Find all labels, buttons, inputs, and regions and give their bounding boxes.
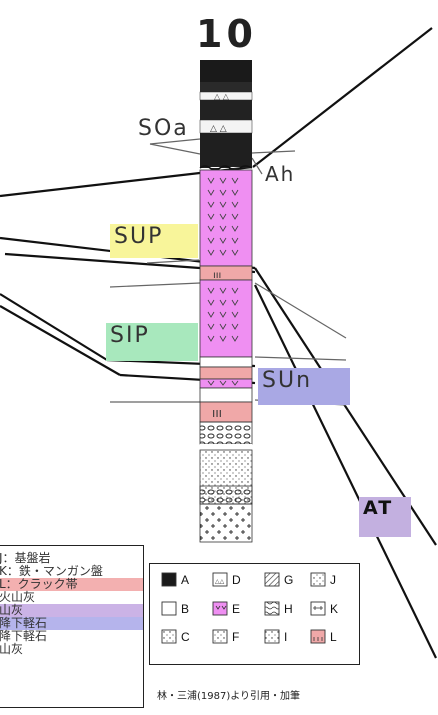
source-citation: 林・三浦(1987)より引用・加筆 bbox=[157, 691, 301, 702]
legend-letter-e: E bbox=[232, 602, 241, 616]
legend-letter-l: L bbox=[330, 630, 337, 644]
legend-letter-j: J bbox=[330, 573, 336, 587]
legend-text-7: 降下軽石 bbox=[0, 629, 48, 643]
pumice-layer-3 bbox=[199, 378, 253, 389]
gravel-layer bbox=[199, 421, 253, 445]
legend-swatch-g bbox=[264, 572, 280, 587]
legend-text-6: 降下軽石 bbox=[0, 617, 143, 630]
pumice-layer-1 bbox=[199, 169, 253, 267]
legend-letter-a: A bbox=[181, 573, 190, 587]
svg-text:ııı: ııı bbox=[213, 270, 221, 281]
legend-swatch-e bbox=[212, 601, 228, 616]
legend-text-j: J：基盤岩 bbox=[0, 551, 51, 565]
legend-letter-g: G bbox=[284, 573, 294, 587]
legend-text-4: 火山灰 bbox=[0, 590, 36, 604]
white-gap bbox=[200, 444, 252, 450]
strat-column: △ △ △ △ ııı ııı bbox=[199, 60, 253, 543]
pumice-layer-2 bbox=[199, 279, 253, 358]
legend-swatch-c bbox=[161, 629, 177, 644]
svg-text:ııı: ııı bbox=[212, 406, 222, 420]
crack-zone-2 bbox=[199, 366, 253, 380]
unit-label-ah: Ah bbox=[265, 162, 296, 186]
legend-swatch-a bbox=[161, 572, 177, 587]
legend-symbols bbox=[161, 572, 326, 644]
legend-swatch-h bbox=[264, 601, 280, 616]
legend-letter-f: F bbox=[232, 630, 240, 644]
legend-text-k: K：鉄・マンガン盤 bbox=[0, 564, 103, 578]
legend-symbol-details: △△ bbox=[215, 578, 323, 641]
legend-text-box: J：基盤岩 K：鉄・マンガン盤 L：クラック帯 火山灰 山灰 降下軽石 降下軽石… bbox=[0, 545, 144, 708]
white-layer-1 bbox=[199, 356, 253, 368]
svg-text:△△: △△ bbox=[215, 578, 225, 585]
legend-symbol-box bbox=[149, 563, 360, 665]
legend-letter-c: C bbox=[181, 630, 190, 644]
layer-black-4 bbox=[200, 133, 252, 167]
unit-label-soa: SOa bbox=[138, 116, 189, 141]
layer-black-3 bbox=[200, 100, 252, 120]
layer-black-2 bbox=[200, 82, 252, 92]
unit-label-sip: SIP bbox=[106, 323, 198, 361]
legend-swatch-f bbox=[212, 629, 228, 644]
column-number: 10 bbox=[196, 12, 257, 56]
unit-label-at: AT bbox=[359, 497, 411, 537]
legend-text-8: 山灰 bbox=[0, 642, 24, 656]
bedrock-layer bbox=[199, 503, 253, 543]
legend-swatch-j bbox=[310, 572, 326, 587]
boundary-lines bbox=[109, 138, 347, 406]
legend-letter-d: D bbox=[232, 573, 241, 587]
crack-zone-1 bbox=[199, 265, 253, 281]
legend-text-5: 山灰 bbox=[0, 604, 143, 617]
svg-text:△ △: △ △ bbox=[210, 124, 227, 134]
gravel-layer-2 bbox=[199, 485, 253, 505]
legend-letter-b: B bbox=[181, 602, 190, 616]
crack-zone-3 bbox=[199, 401, 253, 423]
legend-letter-i: I bbox=[284, 630, 288, 644]
wavy-boundary bbox=[199, 165, 253, 171]
svg-text:△ △: △ △ bbox=[214, 92, 230, 101]
legend-letter-k: K bbox=[330, 602, 339, 616]
legend-text-l: L：クラック帯 bbox=[0, 578, 143, 591]
pumice-v-marks bbox=[207, 177, 239, 386]
unit-label-sup: SUP bbox=[110, 224, 198, 258]
legend-swatch-k bbox=[310, 601, 326, 616]
unit-label-sun: SUn bbox=[258, 368, 350, 405]
legend-swatch-b bbox=[161, 601, 177, 616]
layer-black-top bbox=[200, 60, 252, 82]
legend-swatch-l bbox=[310, 629, 326, 644]
legend-swatch-i bbox=[264, 629, 280, 644]
legend-swatch-d bbox=[212, 572, 228, 587]
white-layer-2 bbox=[199, 387, 253, 403]
legend-letter-h: H bbox=[284, 602, 293, 616]
